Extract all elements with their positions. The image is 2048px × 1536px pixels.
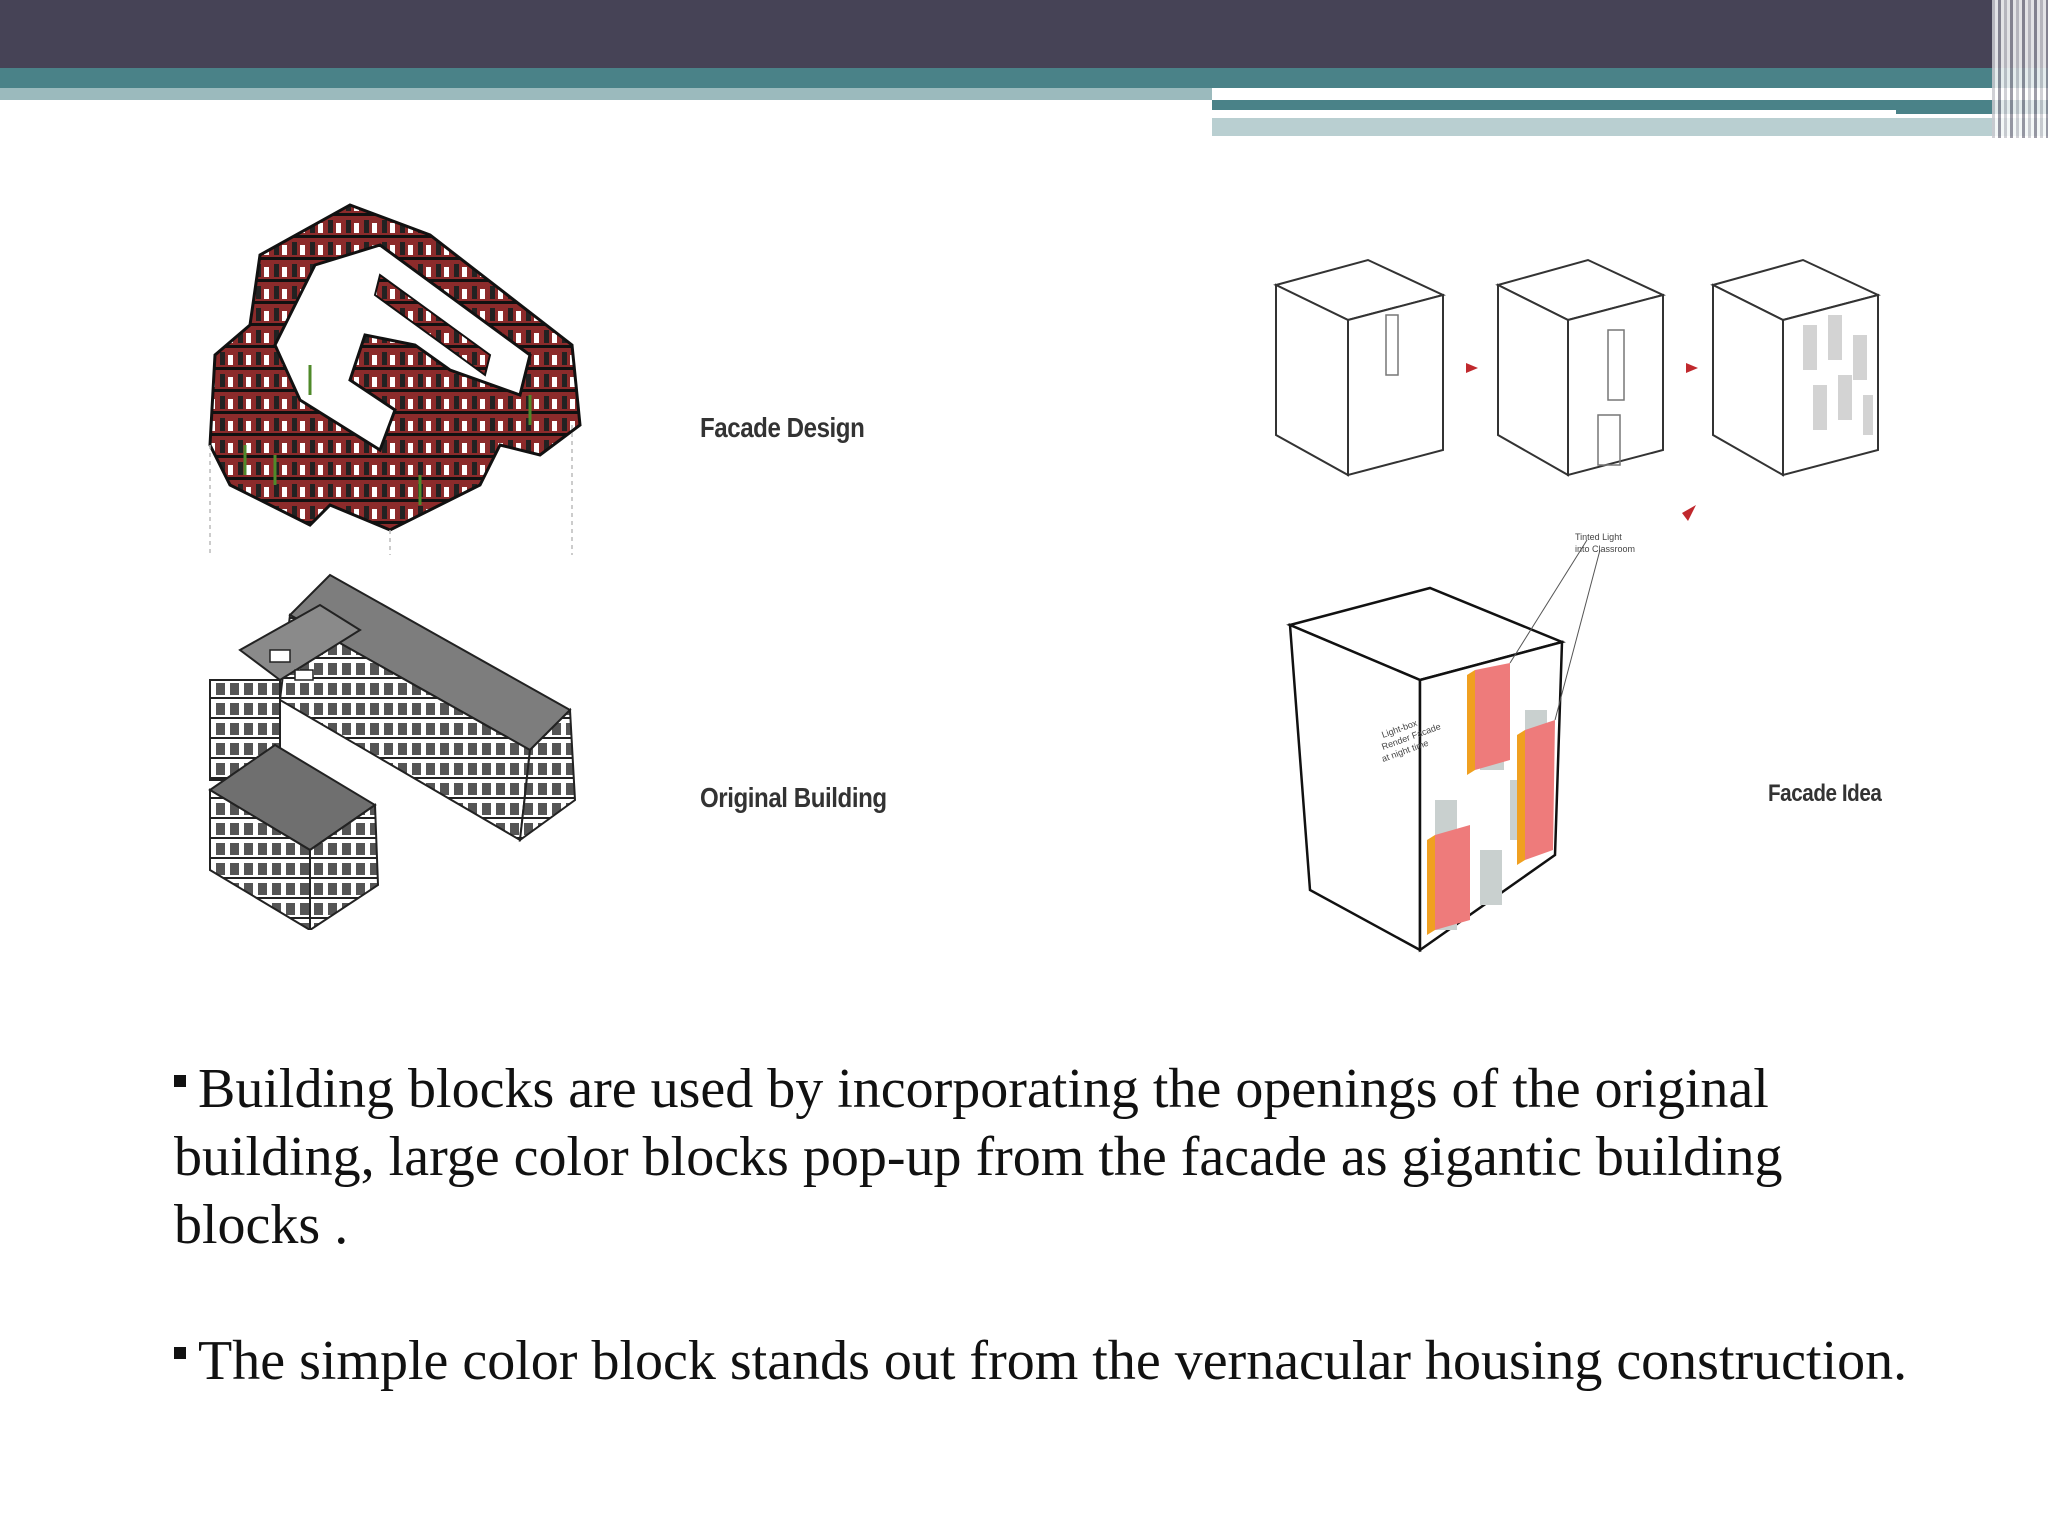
bullet-list: Building blocks are used by incorporatin…	[174, 1055, 1934, 1395]
header-white-line	[1212, 110, 1896, 115]
bullet-text: The simple color block stands out from t…	[198, 1330, 1908, 1392]
bullet-marker-icon	[174, 1075, 186, 1087]
header-stripes	[1992, 0, 2048, 138]
bullet-marker-icon	[174, 1347, 186, 1359]
bullet-item: The simple color block stands out from t…	[174, 1327, 1934, 1395]
bullet-item: Building blocks are used by incorporatin…	[174, 1055, 1934, 1259]
svg-text:Tinted Light: Tinted Light	[1575, 532, 1622, 542]
facade-design-axonometric	[208, 203, 582, 555]
facade-idea-cube: Light-box Render Facade at night time Ti…	[1286, 532, 1635, 953]
header-dark-bar	[0, 0, 2048, 68]
header-light-band	[0, 88, 1212, 100]
original-building-label: Original Building	[700, 782, 887, 813]
svg-text:into Classroom: into Classroom	[1575, 544, 1635, 554]
facade-sequence-diagram	[1273, 258, 1881, 521]
header-light-band-right	[1212, 118, 2048, 136]
bullet-text: Building blocks are used by incorporatin…	[174, 1058, 1783, 1256]
facade-design-label: Facade Design	[700, 412, 865, 443]
original-building-axonometric	[208, 573, 577, 930]
facade-idea-label: Facade Idea	[1768, 780, 1882, 807]
header-teal-band	[0, 68, 2048, 88]
